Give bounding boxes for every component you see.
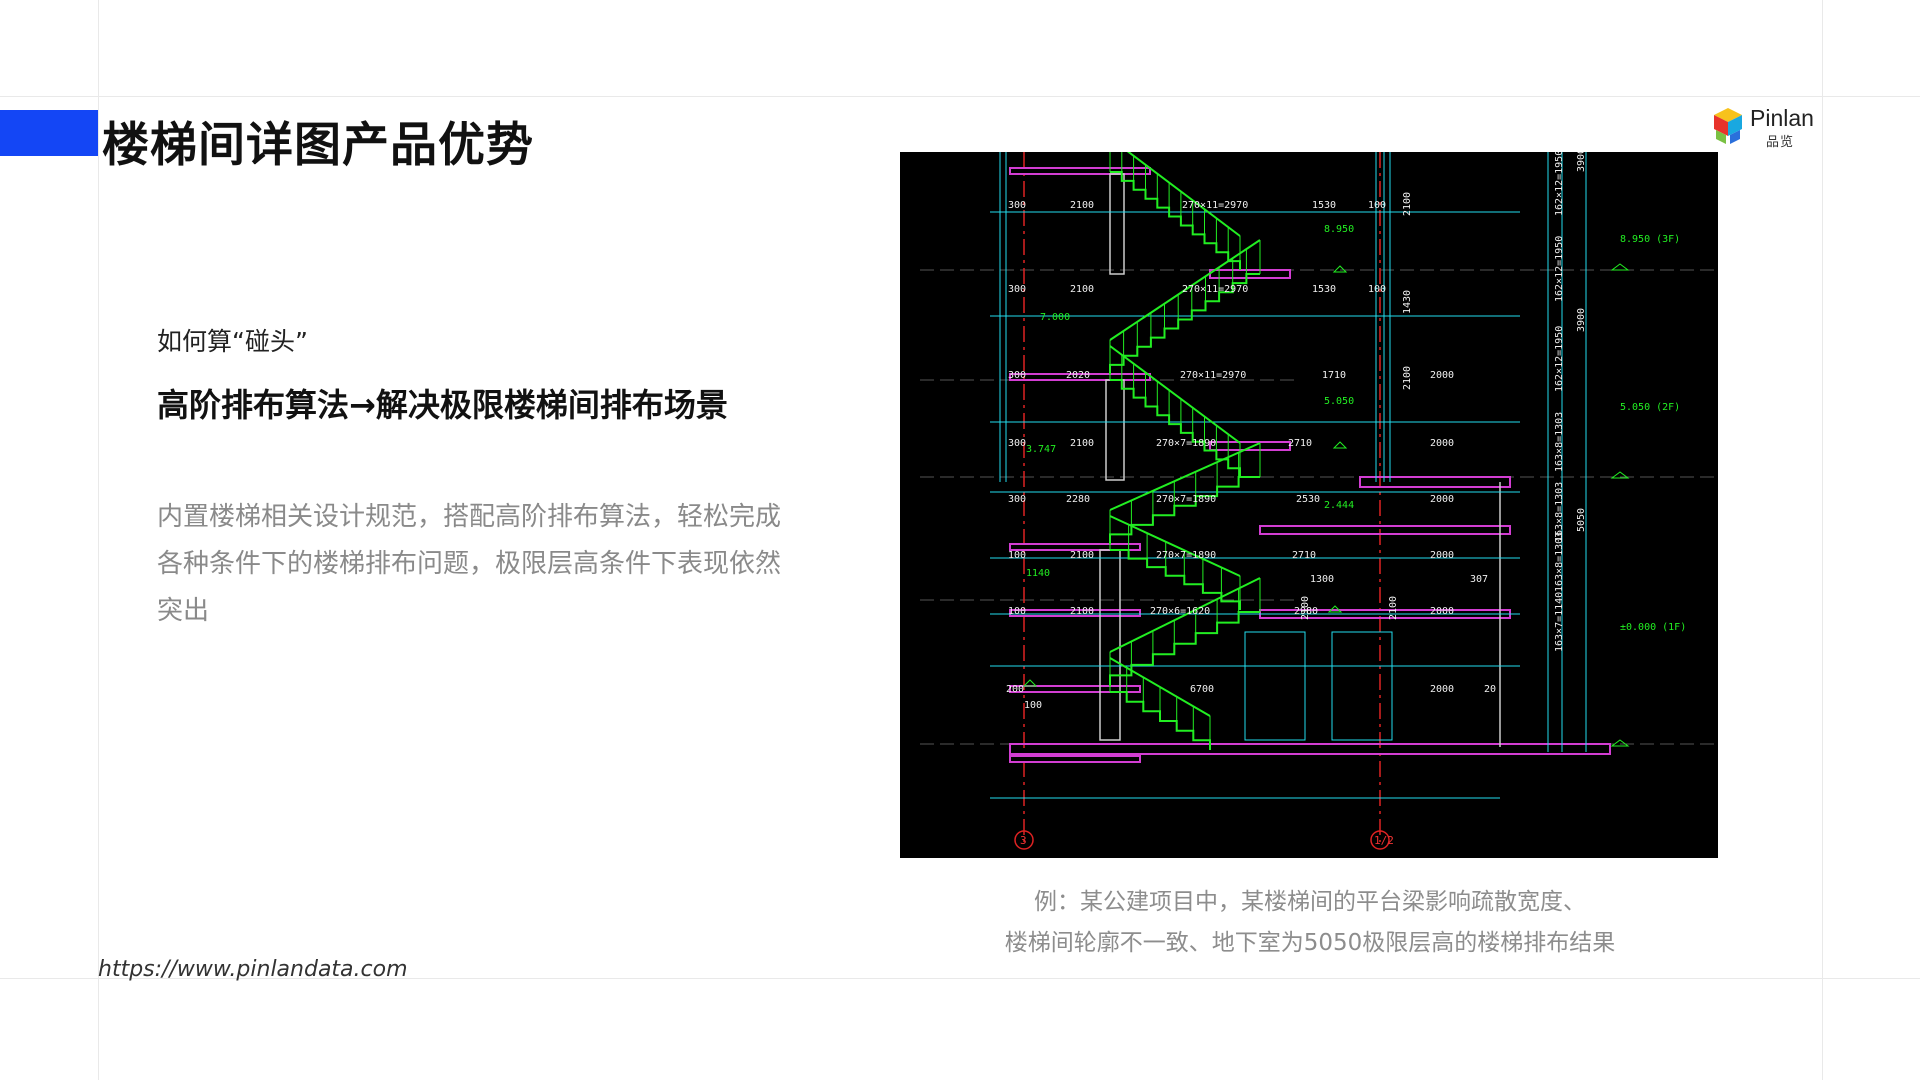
body-paragraph: 内置楼梯相关设计规范，搭配高阶排布算法，轻松完成各种条件下的楼梯排布问题，极限层… [157,502,782,626]
stair-handrail [1109,577,1261,653]
stair-flight [1109,476,1260,544]
drawing-label: 163×8=1303 [1554,412,1565,472]
stair-section-drawing: 300 2100 270×11=2970 1530 100 2100 300 2100 270×… [900,152,1718,858]
drawing-label: 270×11=2970 [1182,200,1248,211]
drawing-label: 163×7=1140 [1554,592,1565,652]
drawing-label: 270×6=1620 [1150,606,1210,617]
drawing-label: 100 [1008,550,1026,561]
stair-handrail [1126,152,1241,237]
headline: 高阶排布算法→解决极限楼梯间排布场景 [157,386,728,424]
drawing-label: 2000 [1430,494,1454,505]
drawing-label: 2980 [1294,606,1318,617]
drawing-label: 1140 [1026,568,1050,579]
stair-flight [1109,611,1260,686]
drawing-label: 2100 [1070,550,1094,561]
drawing-label: 100 [1008,606,1026,617]
drawing-label: 2100 [1388,596,1399,620]
drawing-label: 300 [1008,370,1026,381]
drawing-label: 2000 [1430,550,1454,561]
drawing-label: 3.747 [1026,444,1056,455]
drawing-label: 5.050 (2F) [1620,402,1680,413]
drawing-label: 300 [1008,284,1026,295]
drawing-label: 20 [1484,684,1496,695]
stair-handrail [1109,239,1261,341]
drawing-label: 270×7=1890 [1156,438,1216,449]
page-title: 楼梯间详图产品优势 [102,118,534,173]
drawing-label: 5.050 [1324,396,1354,407]
drawing-label: 2100 [1070,438,1094,449]
drawing-label: 270×7=1890 [1156,494,1216,505]
website-url: https://www.pinlandata.com [98,957,408,982]
logo-text-cn: 品览 [1766,135,1795,150]
drawing-label: 2710 [1288,438,1312,449]
drawing-label: 8.950 (3F) [1620,234,1680,245]
drawing-label: 2000 [1430,438,1454,449]
drawing-label: 8.950 [1324,224,1354,235]
guide-line-right [1822,0,1823,1080]
drawing-label: 2100 [1300,596,1311,620]
drawing-label: 3900 [1576,152,1587,172]
drawing-label: 2000 [1430,684,1454,695]
guide-line-bottom [0,978,1920,979]
drawing-label: 162×12=1950 [1554,326,1565,392]
drawing-label: 270×11=2970 [1182,284,1248,295]
drawing-label: 1/2 [1374,834,1394,847]
drawing-label: 100 [1368,200,1386,211]
drawing-label: 2100 [1070,606,1094,617]
drawing-label: 1710 [1322,370,1346,381]
drawing-label: 300 [1008,438,1026,449]
drawing-label: 162×12=1950 [1554,236,1565,302]
stair-handrail [1109,515,1241,577]
drawing-label: 2000 [1430,606,1454,617]
guide-line-left [98,0,99,1080]
drawing-label: 200 [1006,684,1024,695]
drawing-label: 2280 [1066,494,1090,505]
drawing-label: 2100 [1402,366,1413,390]
drawing-label: ±0.000 (1F) [1620,622,1686,633]
drawing-label: 307 [1470,574,1488,585]
logo-text-en: Pinlan [1750,105,1814,131]
drawing-label: 1430 [1402,290,1413,314]
pinlan-logo: Pinlan 品览 [1708,104,1818,150]
drawing-label: 2100 [1070,284,1094,295]
guide-line-top [0,96,1920,97]
drawing-label: 1530 [1312,200,1336,211]
drawing-label: 100 [1368,284,1386,295]
title-accent-bar [0,110,98,156]
drawing-label: 1300 [1310,574,1334,585]
drawing-label: 6700 [1190,684,1214,695]
figure-caption: 例：某公建项目中，某楼梯间的平台梁影响疏散宽度、 楼梯间轮廓不一致、地下室为50… [960,882,1660,964]
drawing-label: 2530 [1296,494,1320,505]
drawing-label: 300 [1008,494,1026,505]
drawing-label: 5050 [1576,508,1587,532]
drawing-label: 1530 [1312,284,1336,295]
drawing-label: 3900 [1576,308,1587,332]
drawing-label: 2.444 [1324,500,1354,511]
drawing-label: 2100 [1402,192,1413,216]
drawing-label: 163×8=1303 [1554,532,1565,592]
cad-drawing: 300 2100 270×11=2970 1530 100 2100 300 2100 270×… [920,152,1718,850]
caption-line-1: 例：某公建项目中，某楼梯间的平台梁影响疏散宽度、 [1034,889,1586,915]
stair-handrail [1109,442,1261,511]
drawing-label: 270×11=2970 [1180,370,1246,381]
drawing-label: 2000 [1430,370,1454,381]
stair-handrail [1109,345,1241,444]
drawing-label: 2710 [1292,550,1316,561]
drawing-label: 2020 [1066,370,1090,381]
drawing-label: 100 [1024,700,1042,711]
drawing-label: 2100 [1070,200,1094,211]
drawing-label: 7.000 [1040,312,1070,323]
drawing-label: 270×7=1890 [1156,550,1216,561]
drawing-label: 162×12=1950 [1554,152,1565,216]
drawing-label: 163×8=1303 [1554,482,1565,542]
drawing-label: 300 [1008,200,1026,211]
drawing-label: 3 [1020,834,1027,847]
caption-line-2: 楼梯间轮廓不一致、地下室为5050极限层高的楼梯排布结果 [1004,930,1616,956]
question-text: 如何算“碰头” [157,327,308,356]
cube-logo-icon [1714,108,1742,144]
